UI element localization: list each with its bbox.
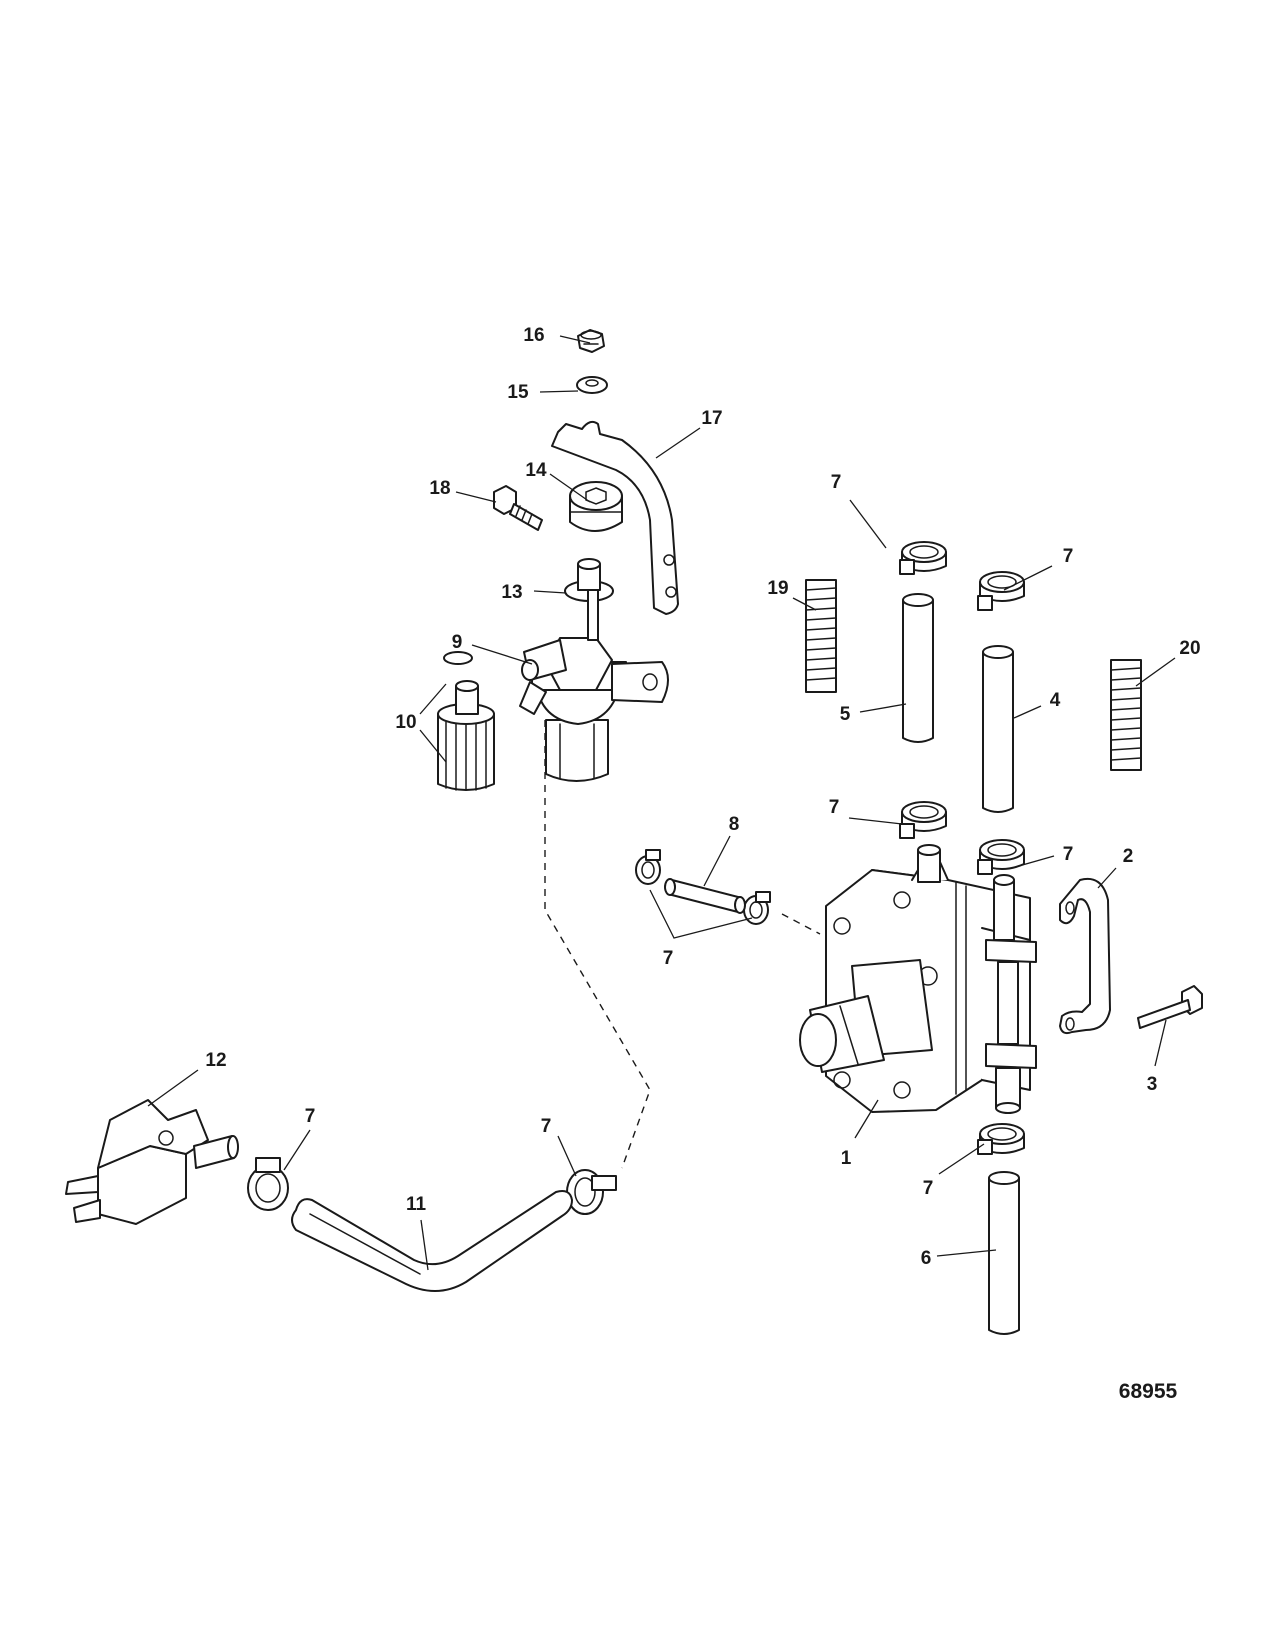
callout-14: 14 bbox=[525, 460, 547, 481]
part-9-fuel-filter bbox=[519, 589, 669, 782]
part-3-bolt bbox=[1137, 985, 1203, 1029]
callout-11: 11 bbox=[406, 1194, 427, 1215]
callout-7-b: 7 bbox=[1063, 546, 1074, 567]
part-20-spring bbox=[1110, 659, 1142, 771]
part-12-fuel-connector bbox=[65, 1099, 239, 1225]
callout-7-e: 7 bbox=[663, 948, 674, 969]
callout-8: 8 bbox=[729, 814, 740, 835]
part-15-washer bbox=[576, 376, 608, 394]
part-1-fuel-pump bbox=[799, 844, 1037, 1114]
callout-7-f: 7 bbox=[305, 1106, 316, 1127]
part-7-clamp-a bbox=[899, 541, 947, 575]
part-2-bracket bbox=[1059, 878, 1111, 1035]
callout-4: 4 bbox=[1050, 690, 1061, 711]
callout-20: 20 bbox=[1179, 638, 1200, 659]
callout-1: 1 bbox=[841, 1148, 852, 1169]
callout-7-c: 7 bbox=[829, 797, 840, 818]
callout-17: 17 bbox=[701, 408, 722, 429]
callout-15: 15 bbox=[507, 382, 529, 403]
part-17-bracket bbox=[551, 420, 679, 615]
callout-2: 2 bbox=[1123, 846, 1134, 867]
part-11-hose bbox=[291, 1190, 573, 1292]
part-7-clamp-e bbox=[635, 849, 661, 885]
callout-10: 10 bbox=[395, 712, 416, 733]
callout-12: 12 bbox=[205, 1050, 226, 1071]
part-10-filter-element bbox=[437, 651, 495, 791]
callout-9: 9 bbox=[452, 632, 463, 653]
part-14-grommet bbox=[569, 481, 623, 532]
part-19-spring bbox=[805, 579, 837, 693]
part-16-lock-nut bbox=[577, 329, 605, 353]
part-7-clamp-i bbox=[566, 1169, 617, 1215]
callout-18: 18 bbox=[429, 478, 450, 499]
callout-7-h: 7 bbox=[923, 1178, 934, 1199]
callout-19: 19 bbox=[767, 578, 788, 599]
callout-7-d: 7 bbox=[1063, 844, 1074, 865]
callout-7-g: 7 bbox=[541, 1116, 552, 1137]
part-18-screw bbox=[493, 485, 543, 531]
callout-7-a: 7 bbox=[831, 472, 842, 493]
callout-6: 6 bbox=[921, 1248, 932, 1269]
part-7-clamp-f bbox=[743, 891, 771, 925]
part-7-clamp-c bbox=[899, 801, 947, 839]
figure-number: 68955 bbox=[1119, 1380, 1178, 1403]
routing-line bbox=[544, 720, 651, 1169]
part-7-clamp-d bbox=[977, 839, 1025, 875]
part-4-hose bbox=[982, 645, 1014, 813]
leader-lines bbox=[147, 335, 1176, 1271]
callout-3: 3 bbox=[1147, 1074, 1158, 1095]
callout-5: 5 bbox=[840, 704, 851, 725]
callout-13: 13 bbox=[501, 582, 522, 603]
callout-labels: 16 15 17 14 18 13 9 10 7 7 19 20 5 4 7 7… bbox=[205, 325, 1200, 1269]
routing-line-pump bbox=[781, 913, 821, 935]
part-5-hose bbox=[902, 593, 934, 743]
part-8-short-hose bbox=[664, 878, 746, 914]
part-6-hose bbox=[988, 1171, 1020, 1335]
part-7-clamp-h bbox=[247, 1157, 289, 1211]
callout-16: 16 bbox=[523, 325, 544, 346]
part-7-clamp-g bbox=[977, 1123, 1025, 1155]
part-7-clamp-b bbox=[977, 571, 1025, 611]
